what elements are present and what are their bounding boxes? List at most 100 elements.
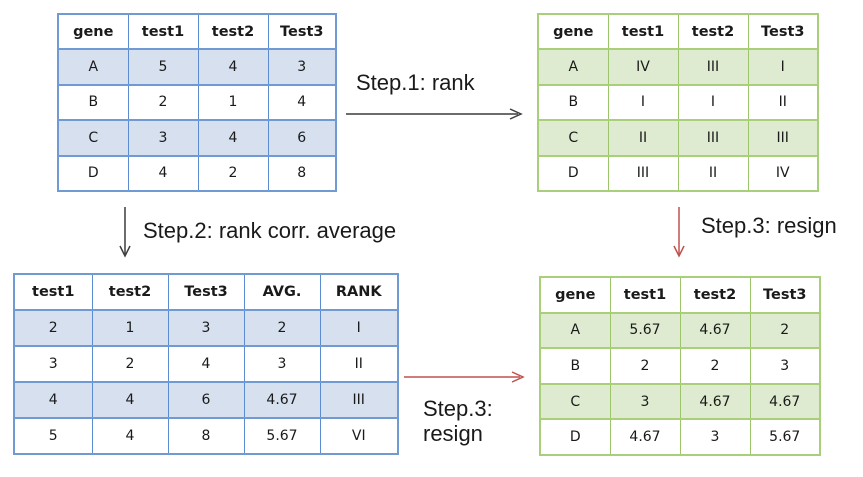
table-cell: III bbox=[677, 49, 749, 86]
header-cell: RANK bbox=[319, 274, 399, 311]
table-row: C 3 4.67 4.67 bbox=[539, 383, 821, 421]
table-row: 3 2 4 3 II bbox=[13, 346, 399, 383]
table-row: B 2 1 4 bbox=[57, 84, 337, 122]
step1-arrow-icon bbox=[346, 108, 523, 120]
table-cell: 2 bbox=[13, 310, 93, 347]
table-cell: 4.67 bbox=[749, 383, 821, 421]
table-cell: 4.67 bbox=[609, 419, 681, 456]
header-cell: test1 bbox=[127, 14, 199, 51]
table-cell: 6 bbox=[167, 382, 245, 419]
table-row: 2 1 3 2 I bbox=[13, 310, 399, 347]
table-cell: 3 bbox=[749, 348, 821, 385]
table-row: D 4.67 3 5.67 bbox=[539, 419, 821, 456]
table-row: A IV III I bbox=[537, 49, 819, 86]
table-cell: A bbox=[539, 312, 611, 350]
table-cell: 2 bbox=[197, 155, 269, 193]
table-cell: I bbox=[747, 49, 819, 86]
table-cell: B bbox=[539, 348, 611, 385]
step3-down-arrow-icon bbox=[673, 207, 685, 258]
table-cell: 4 bbox=[13, 382, 93, 419]
table-cell: I bbox=[607, 84, 679, 122]
table-cell: III bbox=[319, 382, 399, 419]
header-cell: test2 bbox=[197, 14, 269, 51]
table-cell: 2 bbox=[749, 312, 821, 350]
table-row: D III II IV bbox=[537, 155, 819, 193]
table-cell: 1 bbox=[91, 310, 169, 347]
step3-bottom-label: Step.3: resign bbox=[423, 396, 493, 447]
table-cell: C bbox=[57, 120, 129, 157]
table-cell: 5.67 bbox=[609, 312, 681, 350]
header-cell: test2 bbox=[677, 14, 749, 51]
table-cell: 5.67 bbox=[243, 418, 321, 455]
table-cell: D bbox=[57, 155, 129, 193]
table-cell: A bbox=[57, 49, 129, 86]
header-cell: test2 bbox=[679, 277, 751, 314]
table-cell: VI bbox=[319, 418, 399, 455]
table-cell: 8 bbox=[167, 418, 245, 455]
sorted-average-table: test1 test2 Test3 AVG. RANK 2 1 3 2 I 3 … bbox=[13, 273, 399, 455]
table-cell: 4 bbox=[197, 49, 269, 86]
rank-table: gene test1 test2 Test3 A IV III I B I I … bbox=[537, 13, 819, 193]
step2-label: Step.2: rank corr. average bbox=[143, 218, 397, 243]
step1-label: Step.1: rank bbox=[356, 70, 475, 95]
table-cell: IV bbox=[747, 155, 819, 193]
table-cell: 3 bbox=[267, 49, 337, 86]
step3-right-label: Step.3: resign bbox=[701, 213, 837, 238]
table-cell: A bbox=[537, 49, 609, 86]
header-cell: Test3 bbox=[747, 14, 819, 51]
table-cell: II bbox=[677, 155, 749, 193]
table-cell: 2 bbox=[679, 348, 751, 385]
table-cell: 2 bbox=[127, 84, 199, 122]
table-cell: D bbox=[539, 419, 611, 456]
table-cell: 2 bbox=[243, 310, 321, 347]
table-cell: 5 bbox=[13, 418, 93, 455]
table-cell: III bbox=[747, 120, 819, 157]
table-cell: 6 bbox=[267, 120, 337, 157]
normalized-table: gene test1 test2 Test3 A 5.67 4.67 2 B 2… bbox=[539, 276, 821, 456]
table-row: C II III III bbox=[537, 120, 819, 157]
header-cell: gene bbox=[539, 277, 611, 314]
table-cell: 5.67 bbox=[749, 419, 821, 456]
table-row: C 3 4 6 bbox=[57, 120, 337, 157]
table-cell: 4 bbox=[197, 120, 269, 157]
table-cell: 1 bbox=[197, 84, 269, 122]
header-cell: gene bbox=[57, 14, 129, 51]
table-cell: C bbox=[537, 120, 609, 157]
table-cell: 2 bbox=[609, 348, 681, 385]
table-row: 5 4 8 5.67 VI bbox=[13, 418, 399, 455]
table-cell: I bbox=[319, 310, 399, 347]
table-row: B I I II bbox=[537, 84, 819, 122]
table-cell: 4.67 bbox=[679, 383, 751, 421]
table-row: A 5.67 4.67 2 bbox=[539, 312, 821, 350]
header-cell: AVG. bbox=[243, 274, 321, 311]
table-row: B 2 2 3 bbox=[539, 348, 821, 385]
table-header-row: test1 test2 Test3 AVG. RANK bbox=[13, 274, 399, 311]
table-cell: 5 bbox=[127, 49, 199, 86]
table-cell: II bbox=[319, 346, 399, 383]
table-row: D 4 2 8 bbox=[57, 155, 337, 193]
step3-right-arrow-icon bbox=[404, 371, 525, 383]
header-cell: Test3 bbox=[267, 14, 337, 51]
table-header-row: gene test1 test2 Test3 bbox=[537, 14, 819, 51]
header-cell: Test3 bbox=[167, 274, 245, 311]
table-cell: II bbox=[747, 84, 819, 122]
table-cell: II bbox=[607, 120, 679, 157]
table-cell: 3 bbox=[127, 120, 199, 157]
table-header-row: gene test1 test2 Test3 bbox=[539, 277, 821, 314]
table-row: 4 4 6 4.67 III bbox=[13, 382, 399, 419]
table-header-row: gene test1 test2 Test3 bbox=[57, 14, 337, 51]
table-cell: 3 bbox=[609, 383, 681, 421]
table-cell: 4 bbox=[167, 346, 245, 383]
table-cell: IV bbox=[607, 49, 679, 86]
table-cell: 4 bbox=[127, 155, 199, 193]
table-cell: 4.67 bbox=[243, 382, 321, 419]
table-cell: 4.67 bbox=[679, 312, 751, 350]
table-cell: 4 bbox=[91, 418, 169, 455]
table-cell: 8 bbox=[267, 155, 337, 193]
header-cell: Test3 bbox=[749, 277, 821, 314]
step2-arrow-icon bbox=[119, 207, 131, 258]
step3-bottom-line2: resign bbox=[423, 421, 483, 447]
table-row: A 5 4 3 bbox=[57, 49, 337, 86]
table-cell: 4 bbox=[267, 84, 337, 122]
